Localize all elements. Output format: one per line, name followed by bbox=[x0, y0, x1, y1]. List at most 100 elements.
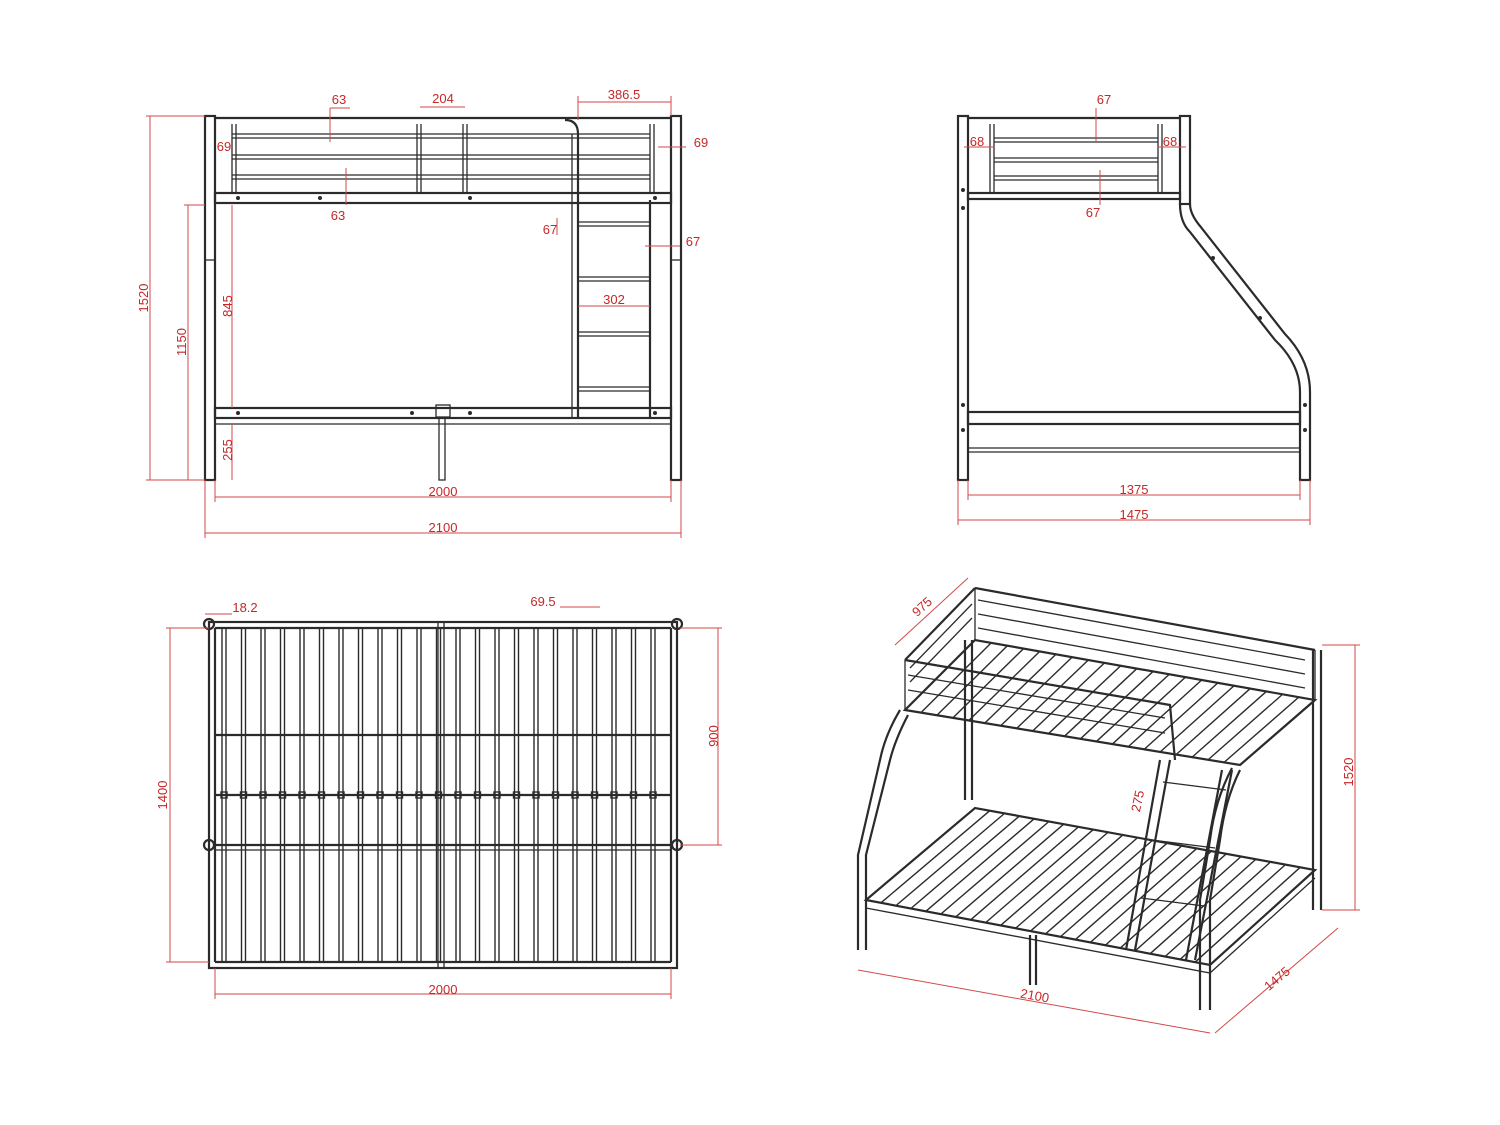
slat bbox=[435, 628, 442, 962]
slat bbox=[1164, 861, 1272, 958]
slat bbox=[940, 820, 1050, 915]
slat bbox=[1015, 834, 1124, 929]
slat-clip bbox=[434, 791, 443, 799]
top-dim-upper-depth: 900 bbox=[706, 725, 721, 747]
dim-ladder-rail: 67 bbox=[543, 222, 557, 237]
slat-clip bbox=[337, 791, 345, 799]
slat bbox=[955, 823, 1065, 918]
side-dim-inner-width: 1375 bbox=[1120, 482, 1149, 497]
dim-ladder-top: 386.5 bbox=[608, 87, 641, 102]
slat-clip bbox=[298, 791, 306, 799]
slat bbox=[1149, 858, 1257, 955]
side-dim-top-rail: 67 bbox=[1097, 92, 1111, 107]
top-dim-total-depth: 1400 bbox=[155, 781, 170, 810]
slat-clip bbox=[220, 791, 228, 799]
slat-clip bbox=[356, 791, 365, 799]
top-slats bbox=[220, 628, 657, 962]
dim-guard-height: 845 bbox=[220, 295, 235, 317]
slat bbox=[910, 815, 1020, 910]
slat bbox=[396, 628, 403, 962]
side-lower-rail bbox=[966, 410, 1302, 426]
slat bbox=[1089, 847, 1198, 943]
top-outer-frame bbox=[207, 620, 679, 970]
slat bbox=[985, 829, 1094, 924]
slat bbox=[1016, 659, 1089, 729]
slat bbox=[1104, 850, 1212, 946]
slat bbox=[1223, 696, 1300, 763]
slat bbox=[1032, 662, 1106, 732]
side-dim-total-width: 1475 bbox=[1120, 507, 1149, 522]
slat bbox=[1159, 685, 1235, 753]
slat bbox=[970, 826, 1079, 921]
slat bbox=[611, 628, 617, 962]
side-left-post bbox=[956, 114, 970, 482]
slat bbox=[925, 818, 1035, 912]
slat-clip bbox=[259, 791, 267, 799]
dim-clearance: 255 bbox=[220, 439, 235, 461]
side-angled-leg bbox=[1178, 203, 1312, 482]
slat bbox=[1127, 679, 1203, 748]
slat bbox=[1119, 853, 1227, 949]
slat bbox=[865, 807, 976, 901]
slat bbox=[1059, 842, 1168, 938]
side-dim-rail-below: 67 bbox=[1086, 205, 1100, 220]
dim-total-height: 1520 bbox=[136, 284, 151, 313]
slat bbox=[1064, 668, 1138, 737]
front-upper-rail bbox=[213, 191, 673, 205]
dim-post-gap: 204 bbox=[432, 91, 454, 106]
slat bbox=[1207, 693, 1284, 761]
slat bbox=[650, 628, 656, 962]
slat bbox=[1179, 864, 1286, 960]
corner-post bbox=[670, 617, 684, 631]
slat bbox=[1000, 831, 1109, 926]
side-dim-right-post: 68 bbox=[1163, 134, 1177, 149]
corner-post bbox=[202, 838, 216, 852]
slat bbox=[1111, 676, 1186, 745]
side-upper-rail bbox=[966, 191, 1182, 201]
slat bbox=[1191, 690, 1267, 758]
slat bbox=[455, 628, 461, 962]
slat-clip bbox=[532, 791, 540, 799]
dim-rail-below: 63 bbox=[331, 208, 345, 223]
slat bbox=[904, 639, 976, 711]
iso-back-rail bbox=[974, 586, 1316, 652]
dim-total-length: 2100 bbox=[429, 520, 458, 535]
slat bbox=[1239, 699, 1316, 766]
slat-clip bbox=[317, 791, 326, 799]
slat-clip bbox=[493, 791, 501, 799]
top-dim-slat-pitch: 69.5 bbox=[530, 594, 555, 609]
center-leg bbox=[438, 417, 446, 481]
slat bbox=[1045, 839, 1153, 935]
slat-clip bbox=[454, 791, 462, 799]
dim-inner-length: 2000 bbox=[429, 484, 458, 499]
slat bbox=[591, 628, 598, 962]
slat bbox=[880, 810, 991, 904]
corner-post bbox=[202, 617, 216, 631]
ladder-rail-left bbox=[564, 118, 580, 418]
slat-clip bbox=[649, 791, 657, 799]
dim-rail-top: 63 bbox=[332, 92, 346, 107]
top-dim-inner-length: 2000 bbox=[429, 982, 458, 997]
slat bbox=[1080, 670, 1154, 740]
slat bbox=[1143, 682, 1219, 750]
slat bbox=[260, 628, 266, 962]
slat bbox=[299, 628, 305, 962]
slat bbox=[984, 653, 1057, 724]
slat bbox=[1048, 665, 1122, 735]
slat bbox=[1000, 656, 1073, 727]
slat bbox=[357, 628, 364, 962]
slat bbox=[552, 628, 559, 962]
slat bbox=[1175, 688, 1251, 756]
slat bbox=[1030, 837, 1139, 932]
slat bbox=[338, 628, 344, 962]
slat bbox=[513, 628, 520, 962]
slat bbox=[533, 628, 539, 962]
slat-clip bbox=[629, 791, 638, 799]
slat bbox=[920, 642, 992, 714]
slat-clip bbox=[239, 791, 248, 799]
slat bbox=[895, 812, 1006, 907]
iso-upper-slats bbox=[904, 639, 1316, 766]
slat-clip bbox=[512, 791, 521, 799]
front-left-post bbox=[203, 114, 217, 482]
